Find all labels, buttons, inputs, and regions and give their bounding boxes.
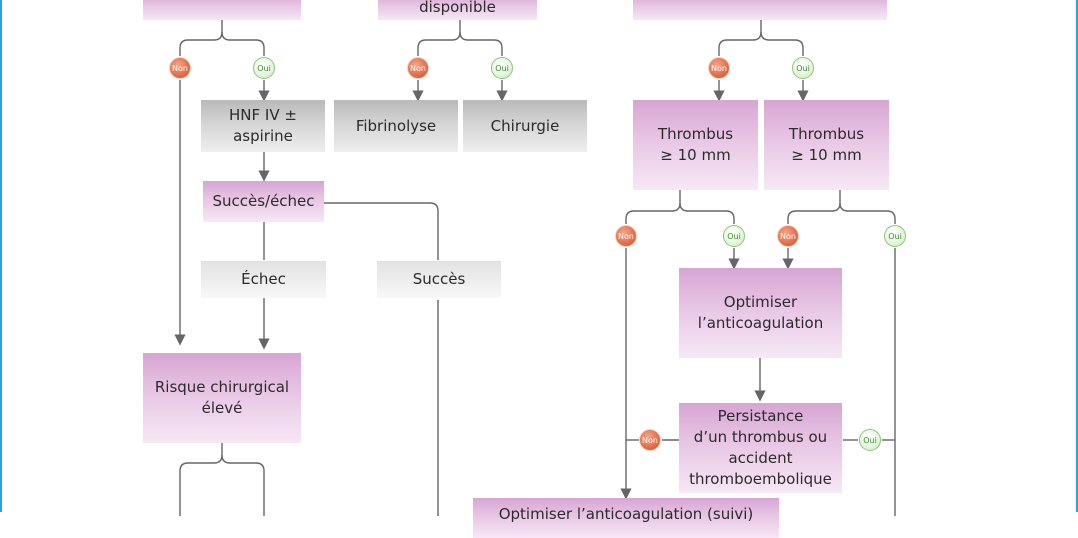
thrombus-left-line-1: Thrombus	[657, 125, 734, 143]
succes-label: Succès	[412, 270, 466, 288]
oui-badge: Oui	[253, 57, 275, 79]
succes-echec-label: Succès/échec	[212, 192, 315, 210]
oui-badge: Oui	[723, 225, 745, 247]
chirurgie-box: Chirurgie	[463, 100, 587, 152]
thrombus-right-box: Thrombus ≥ 10 mm	[764, 100, 889, 190]
thrombus-right-line-2: ≥ 10 mm	[791, 146, 862, 164]
thrombus-left-line-2: ≥ 10 mm	[660, 146, 731, 164]
hnf-line-1: HNF IV ±	[229, 106, 297, 124]
optimiser-suivi-box: Optimiser l’anticoagulation (suivi)	[473, 498, 779, 538]
oui-badge: Oui	[792, 57, 814, 79]
echec-box: Échec	[201, 261, 326, 298]
chirurgie-label: Chirurgie	[490, 116, 560, 135]
risque-line-1: Risque chirurgical	[154, 378, 290, 396]
diagram-frame	[0, 0, 1078, 512]
persistance-line-4: thromboembolique	[689, 470, 832, 488]
hnf-box: HNF IV ± aspirine	[201, 100, 325, 152]
oui-badge: Oui	[884, 225, 906, 247]
non-badge: Non	[169, 57, 191, 79]
optimiser-line-1: Optimiser	[723, 293, 798, 311]
oui-badge: Oui	[491, 57, 513, 79]
non-badge: Non	[777, 225, 799, 247]
non-badge: Non	[708, 57, 730, 79]
fibrinolyse-box: Fibrinolyse	[334, 100, 458, 152]
thrombus-left-box: Thrombus ≥ 10 mm	[633, 100, 758, 190]
risque-line-2: élevé	[201, 399, 243, 417]
non-badge: Non	[639, 429, 661, 451]
connector-lines	[174, 20, 896, 516]
persistance-line-3: accident	[728, 449, 793, 467]
top-right-box	[633, 0, 887, 20]
fibrinolyse-label: Fibrinolyse	[355, 116, 437, 135]
thrombus-right-line-1: Thrombus	[788, 125, 865, 143]
risque-box: Risque chirurgical élevé	[143, 353, 301, 443]
hnf-line-2: aspirine	[233, 127, 293, 145]
persistance-box: Persistance d’un thrombus ou accident th…	[679, 403, 842, 493]
optimiser-suivi-label: Optimiser l’anticoagulation (suivi)	[498, 505, 754, 523]
optimiser-box: Optimiser l’anticoagulation	[679, 268, 842, 358]
oui-badge: Oui	[859, 429, 881, 451]
persistance-line-1: Persistance	[717, 407, 804, 425]
top-center-label: disponible	[419, 0, 496, 16]
succes-echec-box: Succès/échec	[203, 181, 324, 222]
non-badge: Non	[615, 225, 637, 247]
top-left-box	[143, 0, 301, 20]
optimiser-line-2: l’anticoagulation	[697, 314, 824, 332]
persistance-line-2: d’un thrombus ou	[693, 428, 828, 446]
succes-box: Succès	[377, 261, 501, 298]
top-center-box: disponible	[378, 0, 537, 20]
non-badge: Non	[407, 57, 429, 79]
echec-label: Échec	[241, 270, 286, 288]
